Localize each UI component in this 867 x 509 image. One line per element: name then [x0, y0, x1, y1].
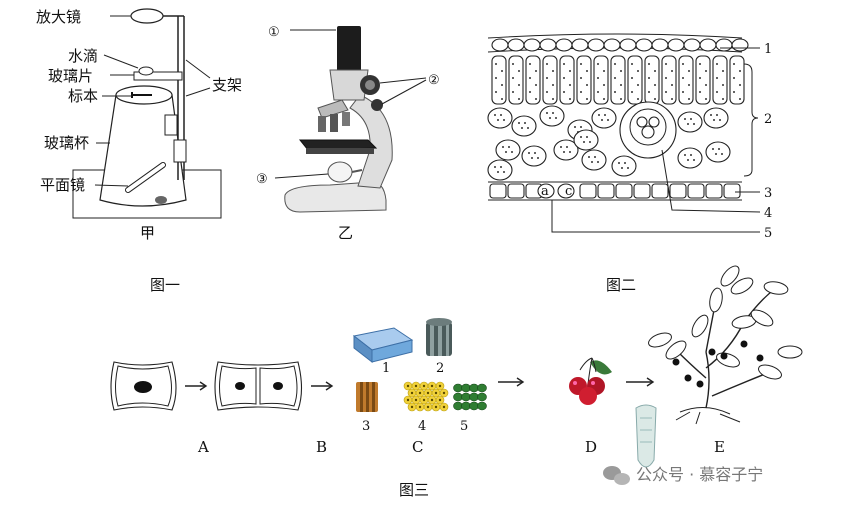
stage-a: A	[197, 438, 209, 456]
nucleus-a	[134, 381, 152, 393]
cherry-organ	[569, 357, 612, 405]
fig2-caption: 图二	[606, 276, 636, 294]
cell-letter-a: a	[541, 184, 549, 199]
marker-3: ③	[256, 172, 268, 187]
tissue-label-2: 2	[436, 361, 444, 376]
nucleus-b2	[273, 382, 283, 390]
fig1-yi-microscope	[274, 26, 427, 213]
label-specimen: 标本	[68, 87, 98, 105]
label-water-drop: 水滴	[68, 47, 98, 65]
magnifier-lens	[130, 8, 164, 24]
tissue-label-5: 5	[460, 419, 468, 434]
stage-b: B	[316, 438, 327, 456]
tissue-2-conductive	[426, 318, 452, 356]
eyepiece	[337, 26, 361, 74]
fig2-label-5: 5	[764, 226, 772, 241]
mirror-shadow	[155, 196, 167, 204]
fig1-caption: 图一	[150, 276, 180, 294]
glass-slide-shape	[133, 71, 183, 81]
mirror	[327, 161, 353, 183]
wechat-icon	[603, 466, 630, 485]
fine-focus-knob	[371, 99, 383, 111]
watermark-text: 公众号 · 慕容子宁	[636, 465, 763, 484]
tissue-1-epidermal	[352, 327, 414, 364]
label-glass-cup: 玻璃杯	[44, 134, 89, 152]
two-cells	[214, 361, 303, 411]
fig1-jia-apparatus	[72, 8, 222, 219]
fig2-label-1: 1	[764, 42, 772, 57]
nucleus-b1	[235, 382, 245, 390]
fig3-sequence	[110, 265, 803, 468]
root-tip-organ	[635, 404, 657, 468]
tissue-5-nutritive	[453, 383, 487, 411]
label-magnifier: 放大镜	[36, 8, 81, 26]
stage-c: C	[412, 438, 423, 456]
tissue-label-4: 4	[418, 419, 426, 434]
label-flat-mirror: 平面镜	[40, 176, 85, 194]
label-stand: 支架	[212, 76, 242, 94]
cherry-plant	[648, 265, 803, 425]
tissue-label-3: 3	[362, 419, 370, 434]
marker-2: ②	[428, 73, 440, 88]
glass-cup-body	[99, 94, 187, 207]
fig2-label-3: 3	[764, 186, 772, 201]
stage-d: D	[585, 438, 597, 456]
label-glass-slide: 玻璃片	[48, 67, 93, 85]
label-yi: 乙	[338, 224, 353, 242]
cell-letter-c: c	[565, 184, 572, 199]
water-drop-shape	[138, 66, 154, 76]
fig3-caption: 图三	[399, 481, 429, 499]
fig2-label-2: 2	[764, 112, 772, 127]
label-jia: 甲	[140, 224, 155, 242]
fig2-label-4: 4	[764, 206, 772, 221]
tissue-4-meristematic	[403, 381, 449, 412]
tissue-3-mechanical	[356, 382, 378, 412]
tissue-label-1: 1	[382, 361, 390, 376]
fig2-leaf-section	[487, 33, 761, 233]
stage-e: E	[714, 438, 725, 456]
marker-1: ①	[268, 25, 280, 40]
